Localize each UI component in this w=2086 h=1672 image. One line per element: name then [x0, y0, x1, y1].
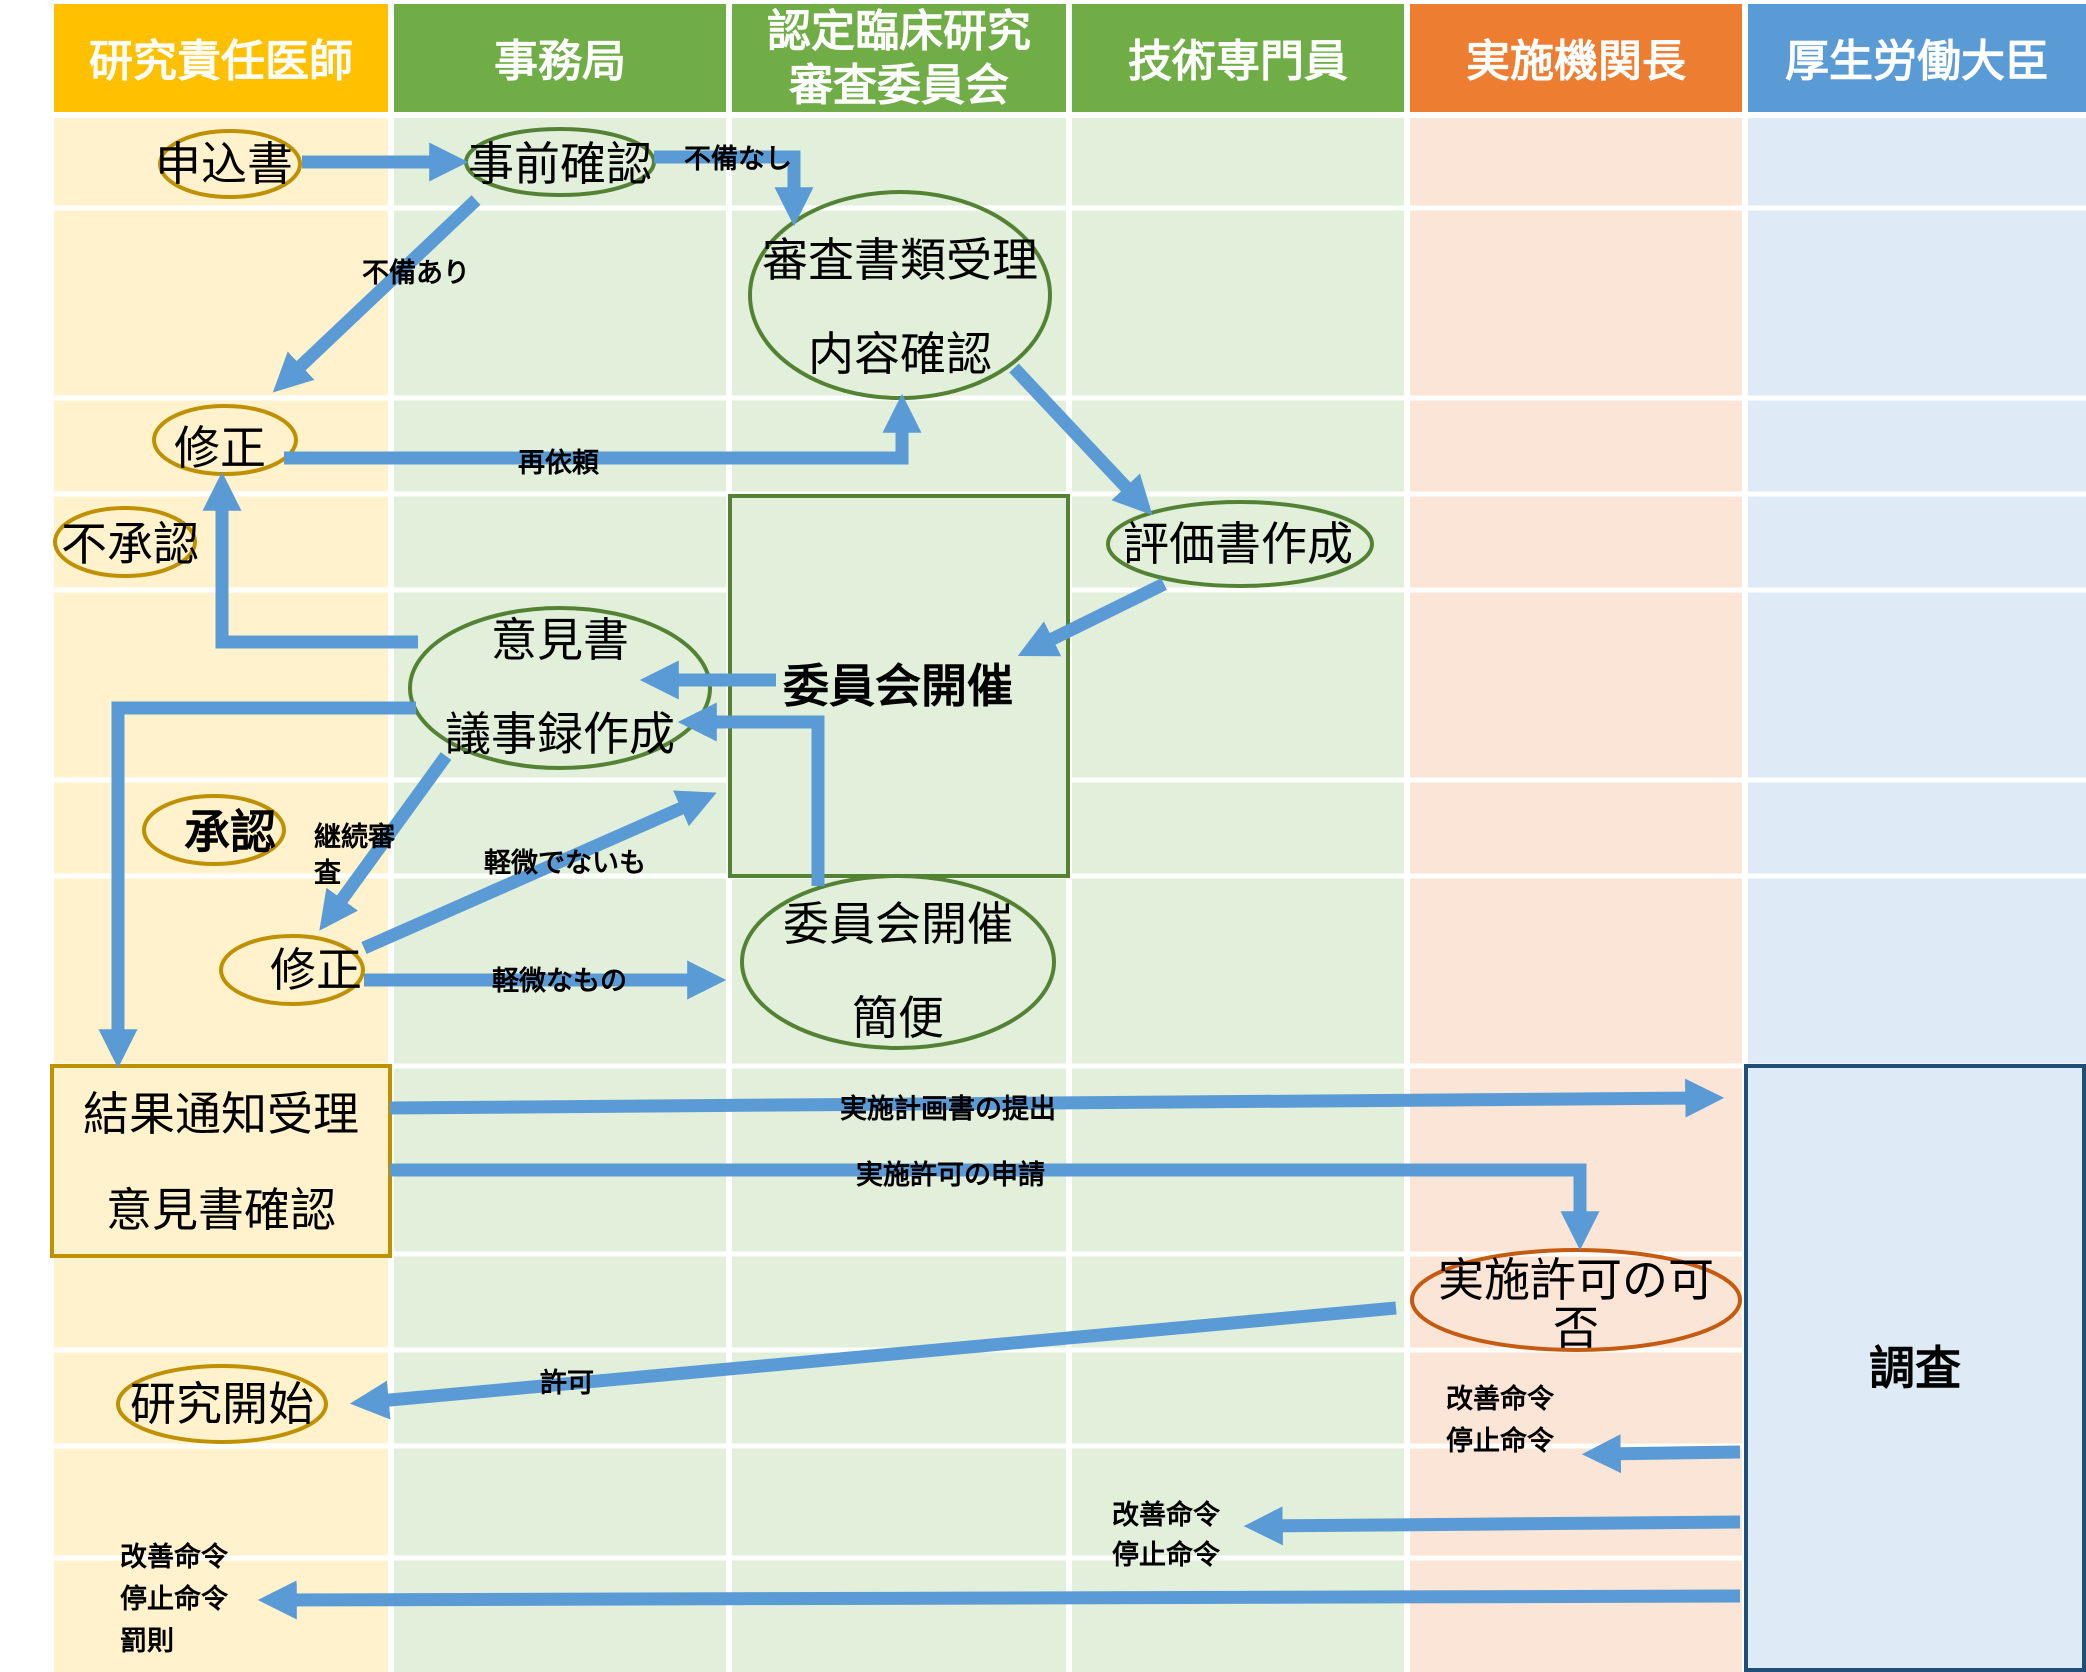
application-text: 申込書 [155, 137, 293, 191]
label-submit-plan: 実施計画書の提出 [840, 1093, 1056, 1125]
header-minister-title: 厚生労働大臣 [1785, 36, 2049, 87]
permission-text-line2: 否 [1553, 1301, 1599, 1355]
investigation-box [1744, 1064, 2086, 1672]
header-researcher [54, 4, 388, 112]
approval-text: 承認 [184, 805, 276, 859]
simple-meeting-text-line2: 簡便 [852, 991, 944, 1045]
header-expert-title: 技術専門員 [1128, 36, 1348, 87]
arrow-opinion-to-result [98, 701, 416, 1069]
label-orders-expert-line1: 改善命令 [1112, 1499, 1221, 1531]
lane-body-committee [732, 118, 1066, 1672]
revision2-text: 修正 [270, 943, 362, 997]
lane-body-expert [1072, 118, 1404, 1672]
arrow-labels: 不備なし 不備あり 再依頼 継続審 査 軽微でないも 軽微なもの 実施計画書の提… [120, 143, 1555, 1657]
arrow-permission [349, 1301, 1397, 1420]
research-start-text: 研究開始 [130, 1377, 314, 1431]
arrow-no-deficiency [654, 150, 814, 227]
result-text-line2: 意見書確認 [106, 1183, 336, 1237]
label-no-deficiency: 不備なし [684, 143, 792, 175]
node-texts: 申込書 事前確認 審査書類受理 内容確認 修正 不承認 評価書作成 委員会開催 … [61, 137, 1961, 1431]
header-researcher-title: 研究責任医師 [89, 36, 353, 87]
receipt-text-line1: 審査書類受理 [762, 233, 1038, 287]
lane-backgrounds [54, 118, 2086, 1672]
header-committee-title-line2: 審査委員会 [788, 60, 1009, 111]
header-minister [1748, 4, 2086, 112]
arrow-submit-plan [389, 1078, 1725, 1118]
label-permission: 許可 [540, 1368, 594, 1399]
label-orders-researcher-line1: 改善命令 [120, 1541, 229, 1573]
label-continuing-line1: 継続審 [314, 821, 396, 853]
research-start-ellipse [116, 1364, 328, 1444]
label-orders-researcher-line2: 停止命令 [120, 1583, 229, 1615]
label-orders-expert-line2: 停止命令 [1112, 1539, 1221, 1571]
evaluation-ellipse [1106, 500, 1374, 588]
receipt-text-line2: 内容確認 [808, 327, 992, 381]
disapproval-ellipse [53, 506, 197, 578]
arrow-not-minor [361, 790, 717, 954]
simple-meeting-ellipse [740, 874, 1056, 1050]
revision2-ellipse [219, 934, 365, 1006]
opinion-ellipse [408, 606, 712, 770]
label-minor: 軽微なもの [492, 966, 627, 997]
label-orders-head-line2: 停止命令 [1446, 1425, 1555, 1457]
lane-headers: 研究責任医師 事務局 認定臨床研究 審査委員会 技術専門員 実施機関長 厚生労働… [54, 4, 2086, 112]
label-not-minor: 軽微でないも [484, 848, 646, 879]
header-committee-title-line1: 認定臨床研究 [767, 6, 1031, 57]
permission-text-line1: 実施許可の可 [1438, 1253, 1714, 1307]
lane-body-office [394, 118, 726, 1672]
result-box [50, 1064, 392, 1258]
arrow-continuing-review [319, 752, 452, 931]
arrow-orders-head [1581, 1434, 1741, 1474]
flow-arrows [98, 142, 1741, 1620]
result-text-line1: 結果通知受理 [83, 1087, 359, 1141]
pre-check-text: 事前確認 [468, 137, 652, 191]
label-orders-researcher-line3: 罰則 [120, 1626, 174, 1657]
revision1-text: 修正 [174, 421, 266, 475]
committee-meeting-text: 委員会開催 [783, 659, 1013, 713]
investigation-text: 調査 [1869, 1341, 1961, 1395]
lane-body-head [1410, 118, 1742, 1672]
header-office-title: 事務局 [494, 36, 626, 87]
header-committee [732, 4, 1066, 112]
label-continuing-line2: 査 [314, 858, 341, 889]
label-re-request: 再依頼 [518, 448, 600, 479]
arrow-opinion-to-revision1 [202, 471, 418, 649]
arrow-evaluation-to-meeting [1017, 578, 1167, 657]
simple-meeting-text-line1: 委員会開催 [783, 897, 1013, 951]
arrow-orders-researcher [257, 1580, 1741, 1620]
label-apply-permission: 実施許可の申請 [856, 1159, 1045, 1191]
arrow-apply-permission [390, 1163, 1600, 1251]
label-orders-head-line1: 改善命令 [1446, 1383, 1555, 1415]
arrow-receipt-to-evaluation [1009, 363, 1153, 516]
evaluation-text: 評価書作成 [1123, 517, 1353, 571]
opinion-text-line1: 意見書 [491, 613, 629, 667]
approval-ellipse [142, 794, 286, 866]
arrow-re-request [284, 393, 922, 465]
arrow-deficiency [272, 195, 481, 393]
application-ellipse [158, 129, 302, 199]
header-expert [1072, 4, 1404, 112]
arrow-orders-expert [1243, 1506, 1741, 1546]
arrow-simple-to-opinion [677, 702, 825, 886]
disapproval-text: 不承認 [61, 517, 199, 571]
header-head [1410, 4, 1742, 112]
header-head-title: 実施機関長 [1466, 36, 1687, 87]
committee-meeting-box [728, 494, 1070, 878]
opinion-text-line2: 議事録作成 [445, 707, 675, 761]
header-office [394, 4, 726, 112]
label-deficiency: 不備あり [362, 257, 470, 289]
